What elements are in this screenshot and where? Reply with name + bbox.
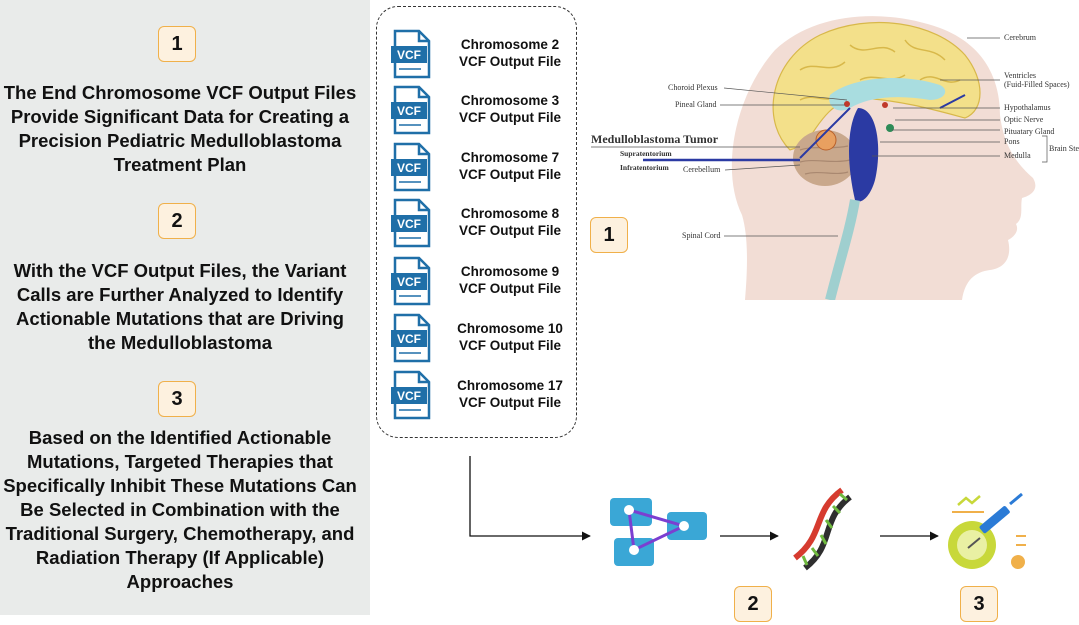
chromosome-name: Chromosome 10 (457, 321, 563, 336)
ventricles (829, 77, 946, 111)
vcf-file-icon: VCF (391, 256, 431, 306)
vcf-file-icon: VCF (391, 142, 431, 192)
label-cerebrum: Cerebrum (1004, 33, 1037, 42)
label-infratentorium: Infratentorium (620, 163, 669, 172)
vcf-file-item: VCF Chromosome 9 VCF Output File (377, 256, 578, 308)
vcf-file-label: Chromosome 10 VCF Output File (443, 320, 577, 354)
vcf-file-label: Chromosome 9 VCF Output File (443, 263, 577, 297)
chromosome-name: Chromosome 9 (460, 264, 560, 279)
step-1-badge: 1 (158, 26, 196, 62)
vcf-file-item: VCF Chromosome 7 VCF Output File (377, 142, 578, 194)
label-pons: Pons (1004, 137, 1020, 146)
vcf-icon-text: VCF (397, 217, 421, 231)
chromosome-name: Chromosome 8 (460, 206, 560, 221)
label-spinal-cord: Spinal Cord (682, 231, 720, 240)
targeted-therapy-icon (948, 492, 1026, 569)
vcf-file-label: Chromosome 3 VCF Output File (443, 92, 577, 126)
network-analysis-icon (610, 498, 707, 566)
vcf-file-icon: VCF (391, 29, 431, 79)
chromosome-name: Chromosome 2 (460, 37, 560, 52)
vcf-output-file-text: VCF Output File (459, 223, 561, 238)
vcf-icon-text: VCF (397, 161, 421, 175)
vcf-icon-text: VCF (397, 332, 421, 346)
vcf-output-file-text: VCF Output File (459, 110, 561, 125)
chromosome-name: Chromosome 17 (457, 378, 563, 393)
vcf-file-icon: VCF (391, 370, 431, 420)
brainstem (849, 108, 879, 202)
label-medulloblastoma-tumor: Medulloblastoma Tumor (591, 132, 719, 146)
vcf-file-label: Chromosome 2 VCF Output File (443, 36, 577, 70)
cerebellum (793, 130, 857, 186)
step-2-text: With the VCF Output Files, the Variant C… (13, 260, 347, 353)
label-supratentorium: Supratentorium (620, 149, 672, 158)
vcf-file-label: Chromosome 8 VCF Output File (443, 205, 577, 239)
chromosome-name: Chromosome 7 (460, 150, 560, 165)
vcf-file-item: VCF Chromosome 8 VCF Output File (377, 198, 578, 250)
label-pituitary: Pituatary Gland (1004, 127, 1054, 136)
label-medulla: Medulla (1004, 151, 1031, 160)
vcf-file-icon: VCF (391, 313, 431, 363)
spinal-cord (825, 199, 860, 300)
vcf-file-item: VCF Chromosome 3 VCF Output File (377, 85, 578, 137)
flow-badge-3: 3 (960, 586, 998, 622)
flow-badge-2: 2 (734, 586, 772, 622)
vcf-output-file-text: VCF Output File (459, 338, 561, 353)
label-brain-stem: Brain Stem (1049, 144, 1079, 153)
step-3-badge: 3 (158, 381, 196, 417)
dna-icon (793, 487, 852, 571)
vcf-file-label: Chromosome 7 VCF Output File (443, 149, 577, 183)
step-1-text: The End Chromosome VCF Output Files Prov… (3, 82, 357, 175)
steps-panel: 1 The End Chromosome VCF Output Files Pr… (0, 0, 370, 615)
vcf-file-icon: VCF (391, 198, 431, 248)
vcf-file-item: VCF Chromosome 17 VCF Output File (377, 370, 578, 422)
vcf-output-file-text: VCF Output File (459, 281, 561, 296)
label-pineal-gland: Pineal Gland (675, 100, 717, 109)
chromosome-name: Chromosome 3 (460, 93, 560, 108)
vcf-output-file-text: VCF Output File (459, 395, 561, 410)
step-2-badge: 2 (158, 203, 196, 239)
tumor (815, 129, 837, 151)
vcf-file-item: VCF Chromosome 10 VCF Output File (377, 313, 578, 365)
vcf-file-icon: VCF (391, 85, 431, 135)
label-hypothalamus: Hypothalamus (1004, 103, 1051, 112)
vcf-file-item: VCF Chromosome 2 VCF Output File (377, 29, 578, 81)
label-ventricles: Ventricles (1004, 71, 1036, 80)
vcf-icon-text: VCF (397, 275, 421, 289)
vcf-output-file-text: VCF Output File (459, 54, 561, 69)
vcf-file-label: Chromosome 17 VCF Output File (443, 377, 577, 411)
flow-badge-1: 1 (590, 217, 628, 253)
step-3-text: Based on the Identified Actionable Mutat… (3, 427, 357, 592)
vcf-icon-text: VCF (397, 104, 421, 118)
vcf-icon-text: VCF (397, 48, 421, 62)
vcf-icon-text: VCF (397, 389, 421, 403)
label-cerebellum: Cerebellum (683, 165, 721, 174)
label-optic-nerve: Optic Nerve (1004, 115, 1044, 124)
label-ventricles-sub: (Fuid-Filled Spaces) (1004, 80, 1070, 89)
connector-arrow-vcf-to-analysis (469, 456, 591, 541)
label-choroid-plexus: Choroid Plexus (668, 83, 718, 92)
brain-anatomy-illustration: Cerebrum Ventricles (Fuid-Filled Spaces)… (591, 16, 1079, 300)
vcf-output-file-text: VCF Output File (459, 167, 561, 182)
